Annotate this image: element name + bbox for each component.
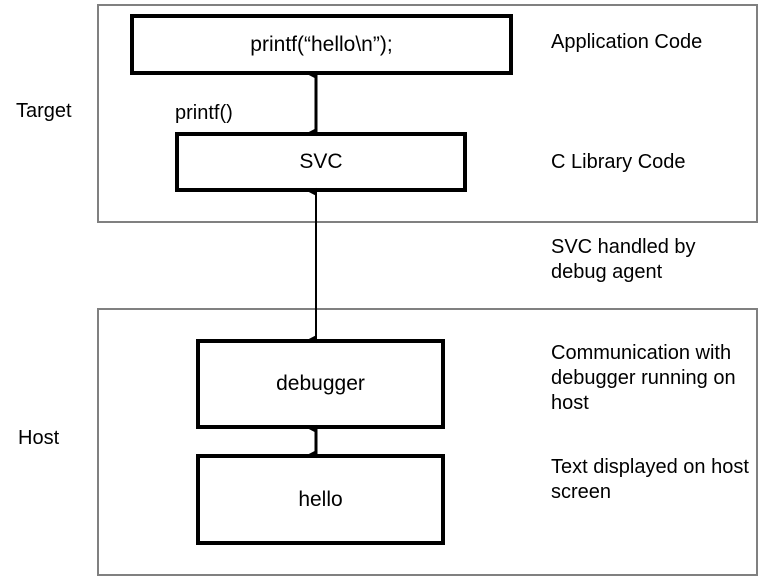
host-label: Host	[18, 427, 60, 449]
annotation-application-code: Application Code	[551, 31, 703, 53]
debugger-box-label: debugger	[276, 372, 365, 395]
annotation-svc-handled: SVC handled by debug agent	[551, 236, 696, 283]
svc-box: SVC	[175, 132, 467, 192]
target-label: Target	[16, 100, 72, 122]
svc-box-label: SVC	[299, 150, 343, 173]
annotation-text-displayed: Text displayed on host screen	[551, 456, 749, 503]
hello-box-label: hello	[298, 487, 343, 511]
printf-call-label: printf()	[175, 102, 233, 124]
hello-box: hello	[196, 454, 445, 545]
annotation-communication: Communication with debugger running on h…	[551, 342, 736, 414]
annotation-c-library-code: C Library Code	[551, 151, 686, 173]
application-code-box: printf(“hello\n”);	[130, 14, 513, 75]
application-code-box-label: printf(“hello\n”);	[250, 32, 393, 56]
debugger-box: debugger	[196, 339, 445, 429]
